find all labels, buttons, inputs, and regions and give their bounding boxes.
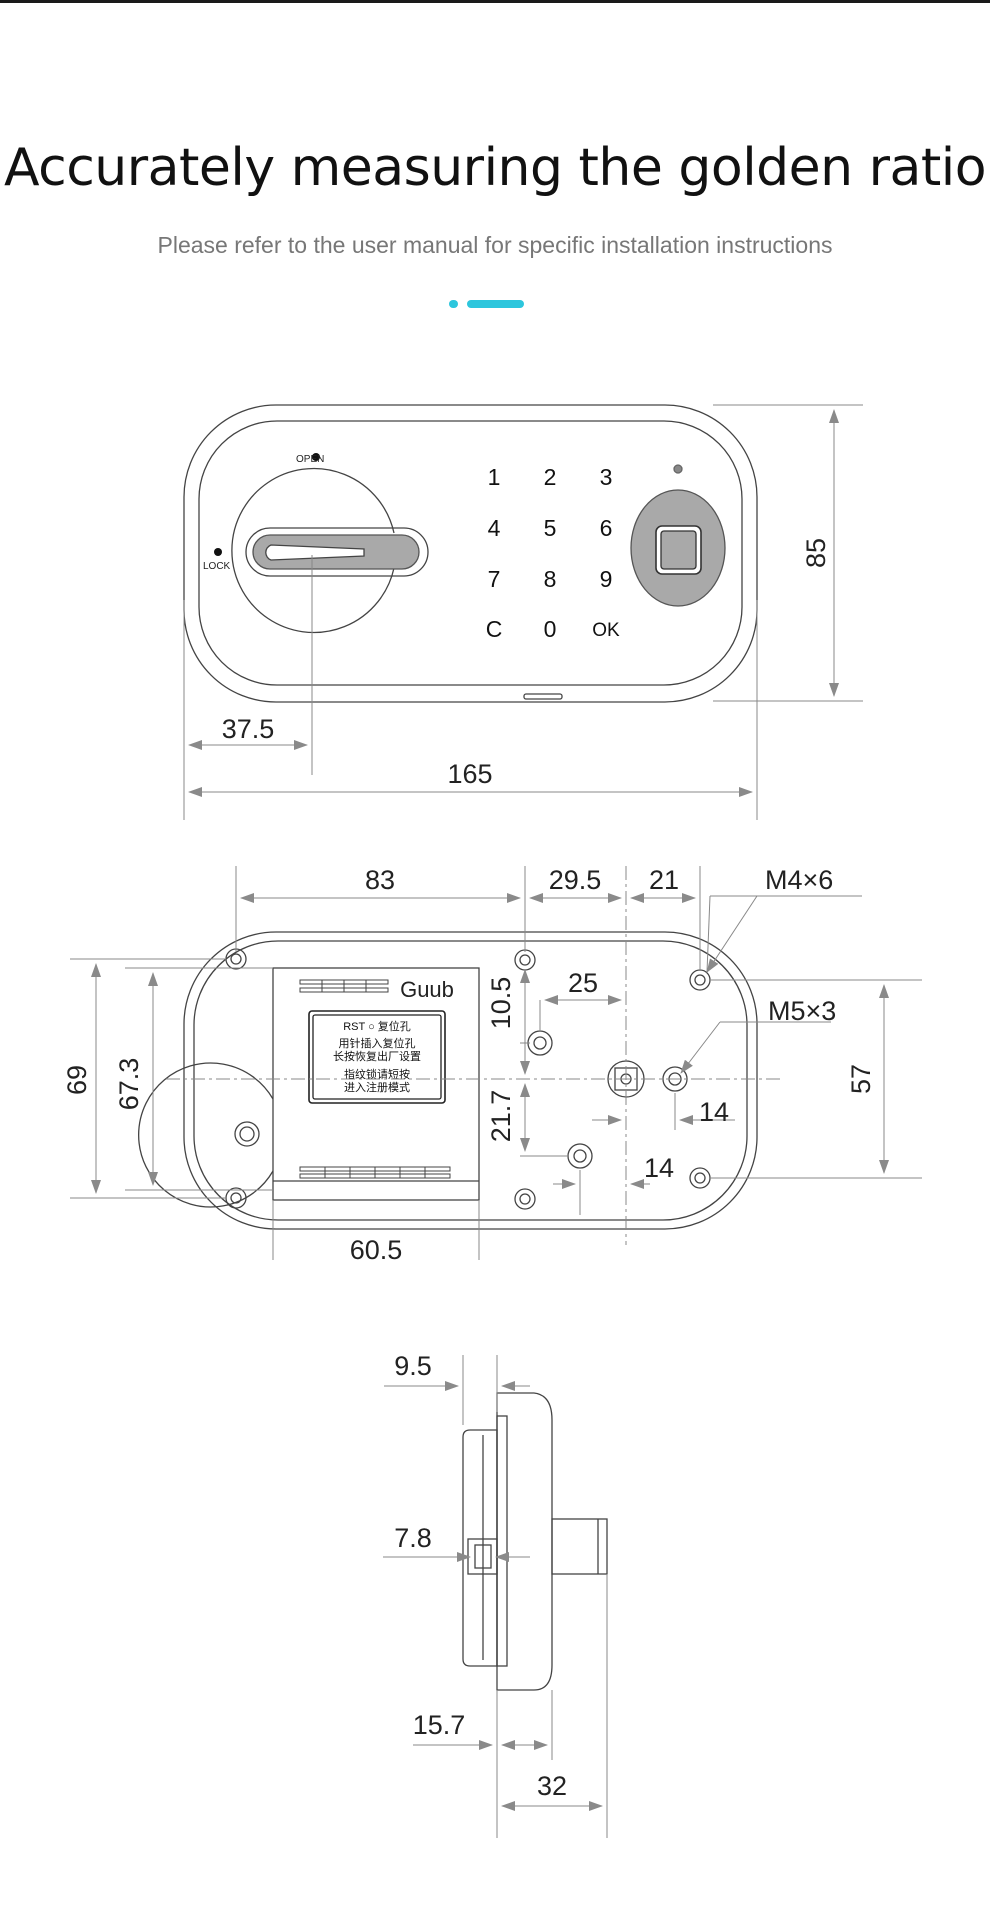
dim-32: 32 <box>537 1771 567 1801</box>
dim-14-lower: 14 <box>644 1153 674 1183</box>
back-outer-shell <box>183 931 758 1230</box>
keypad-key: 2 <box>544 464 557 490</box>
mounting-hole <box>514 949 536 971</box>
dim-69: 69 <box>62 1065 92 1095</box>
side-front-shell <box>496 1392 553 1691</box>
keypad-key: 0 <box>544 616 557 642</box>
front-view <box>183 404 758 703</box>
mounting-hole-inner <box>230 953 242 965</box>
lock-label: LOCK <box>203 561 231 572</box>
rst-label-line4: 进入注册模式 <box>344 1080 410 1094</box>
vent-grille-bottom <box>299 1166 451 1179</box>
m5-screw-hole <box>567 1143 593 1169</box>
rst-label-inner <box>312 1014 442 1100</box>
dim-7-8: 7.8 <box>394 1523 432 1553</box>
keypad-key: 7 <box>488 566 501 592</box>
grommet-hole-outer <box>234 1121 260 1147</box>
dim-25: 25 <box>568 968 598 998</box>
page-subtitle: Please refer to the user manual for spec… <box>157 232 833 258</box>
open-label: OPEN <box>296 454 324 465</box>
dim-21: 21 <box>649 865 679 895</box>
m4-screw-hole-inner <box>694 974 706 986</box>
dim-57: 57 <box>846 1064 876 1094</box>
knob-handle <box>245 527 429 577</box>
fingerprint-sensor-pad <box>660 530 697 570</box>
cable-grommet-arc <box>137 1062 274 1208</box>
mounting-hole-inner <box>519 954 531 966</box>
back-dimensions <box>70 866 922 1260</box>
dim-height-85: 85 <box>801 538 831 568</box>
dim-15-7: 15.7 <box>413 1710 466 1740</box>
rst-label-box <box>308 1010 446 1104</box>
accent-dot <box>449 300 458 308</box>
knob-handle-slot <box>265 544 365 561</box>
mounting-hole <box>225 1187 247 1209</box>
top-border-line <box>0 0 990 3</box>
mounting-hole-inner <box>519 1193 531 1205</box>
keypad-key: 9 <box>600 566 613 592</box>
side-front-rim <box>496 1415 508 1667</box>
dim-67-3: 67.3 <box>114 1058 144 1111</box>
accent-bar <box>467 300 524 308</box>
dim-knob-37-5: 37.5 <box>222 714 275 744</box>
rst-label-text: RST ○ 复位孔 用针插入复位孔 长按恢复出厂设置 指纹锁请短按 进入注册模式 <box>333 1019 421 1094</box>
m4-screw-hole <box>689 1167 711 1189</box>
dim-83: 83 <box>365 865 395 895</box>
dim-m5x3: M5×3 <box>768 996 836 1026</box>
keypad-key: 6 <box>600 515 613 541</box>
rst-label-title: RST ○ 复位孔 <box>343 1019 411 1033</box>
rst-label-line3: 指纹锁请短按 <box>344 1067 410 1081</box>
keypad: 1 2 3 4 5 6 7 8 9 C 0 OK <box>486 464 620 642</box>
dim-10-5: 10.5 <box>486 977 516 1030</box>
side-dimension-labels: 9.5 7.8 15.7 32 <box>394 1351 567 1801</box>
dim-14-upper: 14 <box>699 1097 729 1127</box>
front-outer-shell <box>183 404 758 703</box>
keypad-key: 8 <box>544 566 557 592</box>
status-led <box>673 464 683 474</box>
dim-width-165: 165 <box>447 759 492 789</box>
page-title: Accurately measuring the golden ratio <box>3 138 987 198</box>
rst-label-line1: 用针插入复位孔 <box>339 1036 416 1050</box>
keypad-key: 3 <box>600 464 613 490</box>
side-rear-spindle <box>551 1518 608 1575</box>
grommet-hole-inner <box>239 1126 255 1142</box>
keypad-key: 1 <box>488 464 501 490</box>
front-dimensions <box>183 404 863 820</box>
dim-m4x6: M4×6 <box>765 865 833 895</box>
dim-9-5: 9.5 <box>394 1351 432 1381</box>
m5-screw-hole-inner <box>573 1149 587 1163</box>
side-back-housing <box>462 1429 498 1667</box>
m5-screw-hole <box>527 1030 553 1056</box>
back-inner-edge <box>193 940 748 1221</box>
back-dimension-labels: 83 29.5 21 M4×6 25 10.5 M5×3 69 67.3 57 … <box>62 865 876 1265</box>
m4-screw-hole <box>689 969 711 991</box>
front-inner-panel <box>198 420 743 686</box>
side-spindle-collar <box>474 1544 492 1569</box>
dim-60-5: 60.5 <box>350 1235 403 1265</box>
keypad-key: OK <box>592 620 620 641</box>
front-bottom-slot <box>523 693 563 700</box>
vent-grille-top <box>299 979 389 993</box>
keypad-key: C <box>486 616 503 642</box>
keypad-key: 5 <box>544 515 557 541</box>
keypad-key: 4 <box>488 515 501 541</box>
mounting-hole <box>514 1188 536 1210</box>
m5-screw-hole <box>662 1066 688 1092</box>
dim-29-5: 29.5 <box>549 865 602 895</box>
m5-screw-hole-inner <box>533 1036 547 1050</box>
back-view <box>137 931 758 1230</box>
mounting-hole-inner <box>230 1192 242 1204</box>
brand-logo-text: Guub <box>400 977 454 1002</box>
knob-circle <box>231 467 395 634</box>
dim-21-7: 21.7 <box>486 1090 516 1143</box>
m4-screw-hole-inner <box>694 1172 706 1184</box>
open-indicator-dot <box>312 453 320 461</box>
side-view <box>462 1392 608 1691</box>
side-dimensions <box>383 1355 608 1838</box>
rst-label-line2: 长按恢复出厂设置 <box>333 1049 421 1063</box>
lock-indicator-dot <box>214 548 222 556</box>
